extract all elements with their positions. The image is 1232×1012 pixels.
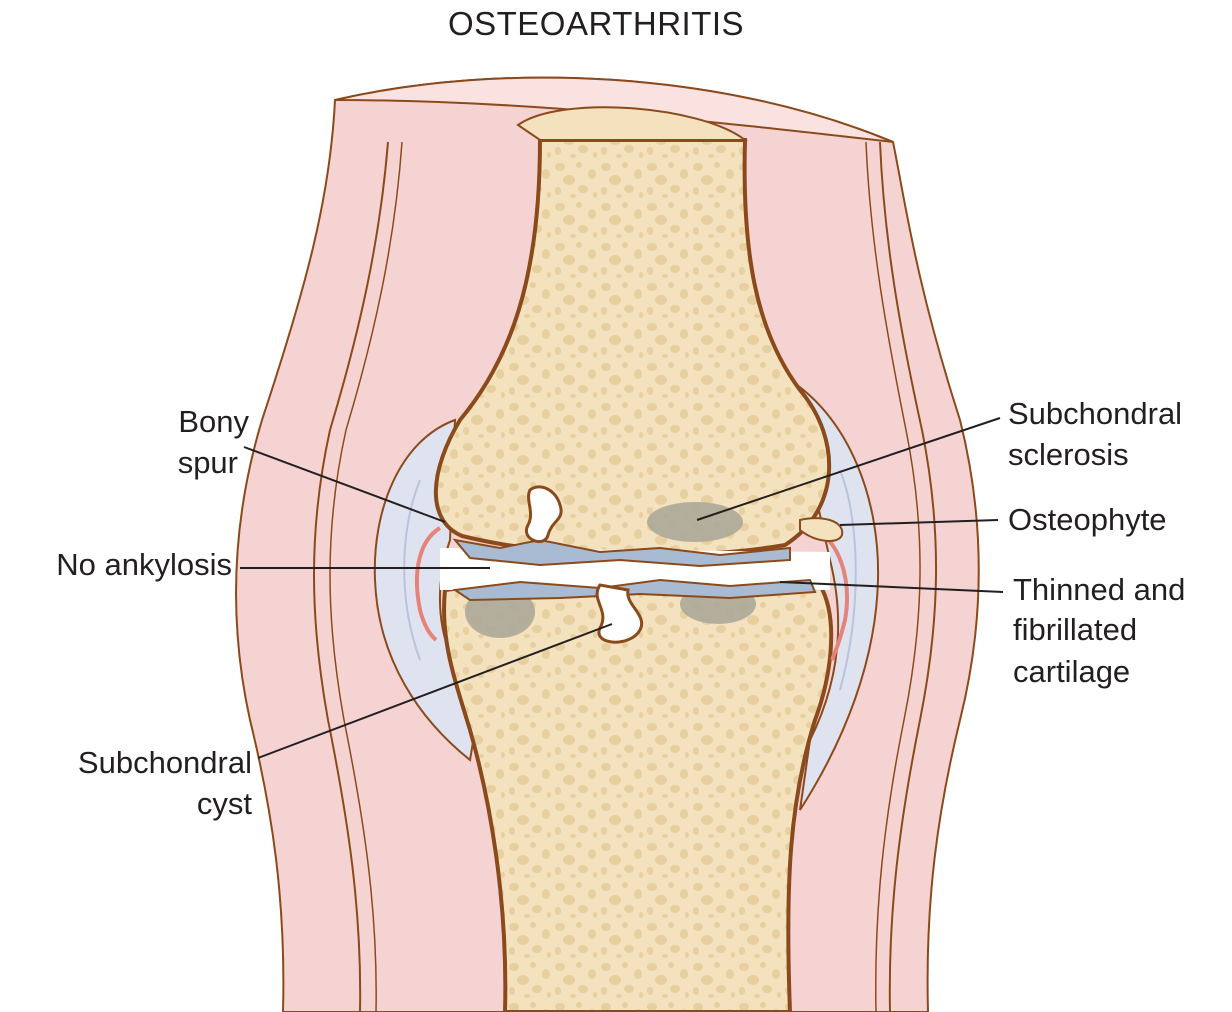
label-osteophyte: Osteophyte bbox=[1008, 502, 1167, 537]
diagram-title: OSTEOARTHRITIS bbox=[448, 5, 744, 42]
label-subchondral-sclerosis-line1: Subchondral bbox=[1008, 396, 1182, 431]
label-bony-spur-line1: Bony bbox=[178, 404, 249, 439]
label-subchondral-cyst-line2: cyst bbox=[197, 786, 253, 821]
label-bony-spur-line2: spur bbox=[178, 445, 238, 480]
joint-space bbox=[440, 540, 830, 600]
label-thinned-cartilage-line1: Thinned and bbox=[1013, 572, 1185, 607]
label-thinned-cartilage-line2: fibrillated bbox=[1013, 612, 1137, 647]
label-subchondral-cyst-line1: Subchondral bbox=[78, 745, 252, 780]
label-subchondral-sclerosis-line2: sclerosis bbox=[1008, 437, 1129, 472]
label-thinned-cartilage-line3: cartilage bbox=[1013, 654, 1130, 689]
label-no-ankylosis: No ankylosis bbox=[56, 547, 232, 582]
